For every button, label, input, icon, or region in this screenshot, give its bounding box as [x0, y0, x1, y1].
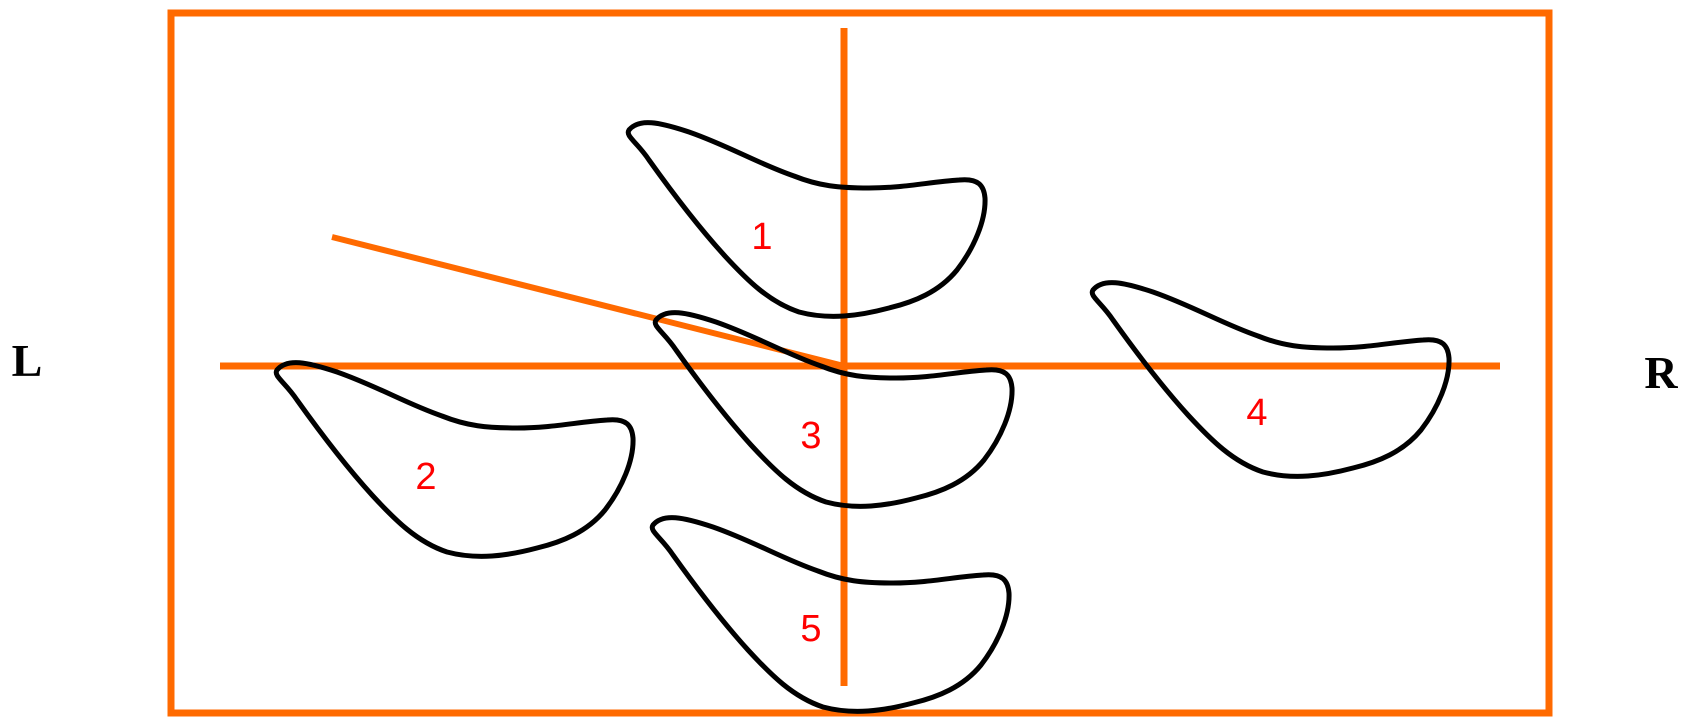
shape-2: 2: [276, 363, 633, 557]
shape-4-outline: [1092, 283, 1449, 477]
shape-1-number: 1: [751, 216, 772, 258]
shape-2-number: 2: [415, 456, 436, 498]
left-label: L: [12, 335, 43, 386]
right-label: R: [1644, 347, 1678, 398]
shape-3-outline: [655, 313, 1012, 507]
shape-2-outline: [276, 363, 633, 557]
shape-4-number: 4: [1246, 392, 1267, 434]
shape-4: 4: [1092, 283, 1449, 477]
shape-1: 1: [628, 123, 985, 317]
shape-1-outline: [628, 123, 985, 317]
shape-5-outline: [652, 518, 1009, 712]
shape-5-number: 5: [800, 608, 821, 650]
shape-3-number: 3: [800, 415, 821, 457]
shape-3: 3: [655, 313, 1012, 507]
shape-5: 5: [652, 518, 1009, 712]
